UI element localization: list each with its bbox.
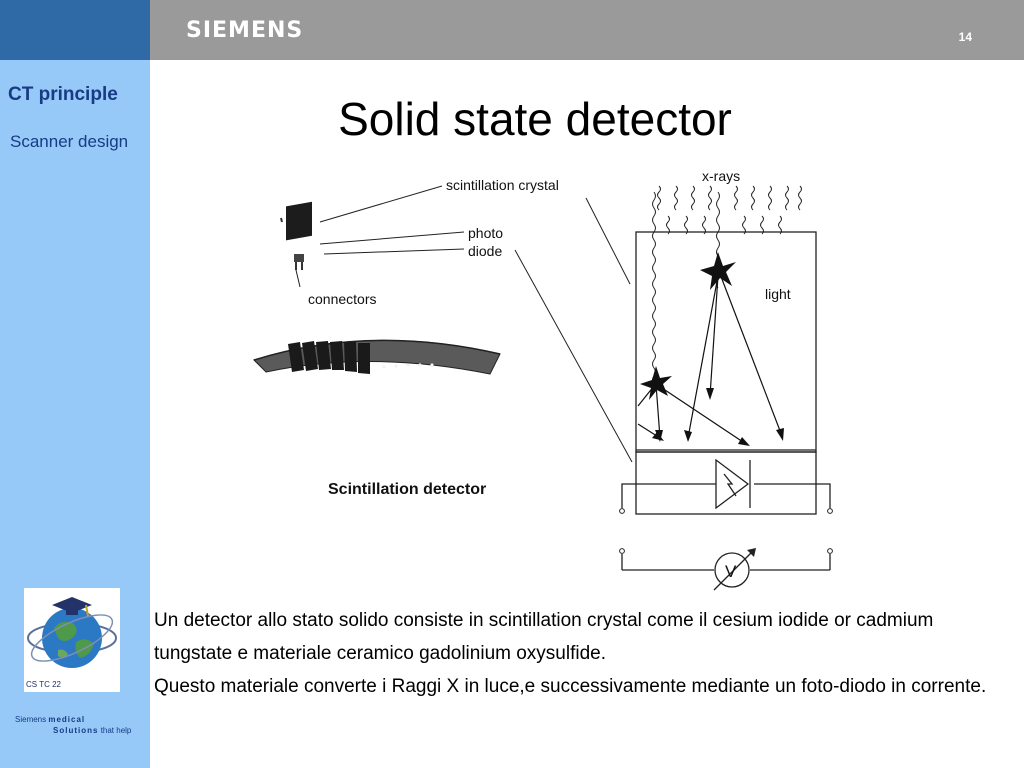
logo-code: CS TC 22 — [26, 680, 61, 689]
footer-brand-siemens: Siemens — [15, 715, 47, 724]
voltmeter-icon: V — [713, 548, 756, 591]
xray-waves — [652, 185, 802, 385]
scintillation-detector-diagram: scintillation crystal photo diode connec… — [253, 168, 833, 591]
label-photo: photo — [468, 225, 503, 241]
light-rays — [637, 273, 783, 445]
label-scintillation-crystal: scintillation crystal — [446, 177, 559, 193]
detector-schematic — [621, 231, 831, 571]
section-subtitle: Scanner design — [10, 132, 129, 151]
body-text: Un detector allo stato solido consiste i… — [154, 604, 1014, 703]
footer-brand: Siemens medical Solutions that help — [15, 714, 131, 736]
detector-element-icon — [280, 201, 312, 270]
photodiode-symbol-icon — [715, 458, 751, 510]
slide-number: 14 — [958, 30, 972, 44]
body-paragraph-2: Questo materiale converte i Raggi X in l… — [154, 676, 987, 697]
header-bar — [0, 0, 1024, 60]
label-diode: diode — [468, 243, 502, 259]
diagram-caption: Scintillation detector — [328, 481, 486, 498]
footer-brand-solutions: Solutions — [53, 726, 99, 735]
label-xrays: x-rays — [702, 168, 740, 184]
label-light: light — [765, 286, 791, 302]
scintillation-stars — [640, 252, 736, 400]
slide-title: Solid state detector — [338, 93, 732, 145]
light-arrowheads — [652, 388, 784, 446]
section-title: CT principle — [8, 84, 118, 105]
detector-array-arc-icon — [253, 339, 501, 375]
body-paragraph-1: Un detector allo stato solido consiste i… — [154, 610, 934, 664]
label-connectors: connectors — [308, 291, 376, 307]
siemens-logo: SIEMENS — [186, 18, 304, 43]
header-corner-block — [0, 0, 150, 60]
footer-brand-medical: medical — [48, 715, 86, 724]
globe-graduation-cap-icon — [27, 597, 117, 668]
footer-brand-tagline: that help — [100, 726, 132, 735]
globe-logo: CS TC 22 — [24, 588, 120, 692]
leader-lines — [295, 185, 633, 463]
voltmeter-label: V — [725, 562, 737, 581]
terminal-dots — [619, 508, 833, 554]
